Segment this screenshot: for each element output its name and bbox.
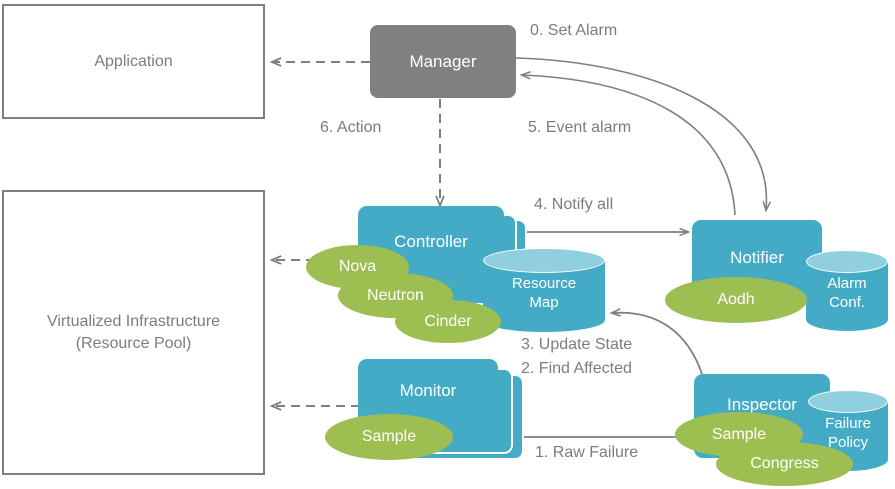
plugin-aodh[interactable]: Aodh <box>665 277 807 323</box>
manager-label: Manager <box>409 51 477 71</box>
plugin-inspector-sample-label: Sample <box>711 425 767 443</box>
plugin-congress-label: Congress <box>750 455 819 472</box>
inspector-label: Inspector <box>727 395 797 414</box>
cylinder-top <box>483 248 605 273</box>
virtualized-infrastructure-box[interactable]: Virtualized Infrastructure (Resource Poo… <box>2 190 265 475</box>
plugin-nova-label: Nova <box>338 258 377 275</box>
manager-box[interactable]: Manager <box>370 25 516 98</box>
edge-update-state-find-affected <box>612 313 704 378</box>
plugin-cinder-label: Cinder <box>424 312 472 330</box>
infrastructure-label-line1: Virtualized Infrastructure <box>46 312 221 330</box>
edge-label-raw-failure: 1. Raw Failure <box>535 444 639 461</box>
alarm-conf-store[interactable]: Alarm Conf. <box>806 250 888 332</box>
edge-label-update-state: 3. Update State <box>521 336 633 353</box>
edge-label-action: 6. Action <box>320 119 382 136</box>
application-box[interactable]: Application <box>2 4 265 119</box>
controller-label: Controller <box>394 232 468 251</box>
resource-map-label-line2: Map <box>529 294 559 311</box>
failure-policy-label-line1: Failure <box>825 415 871 432</box>
plugin-aodh-label: Aodh <box>717 291 755 308</box>
monitor-label: Monitor <box>399 381 457 400</box>
edge-label-event-alarm: 5. Event alarm <box>528 119 632 136</box>
edge-label-notify-all: 4. Notify all <box>534 196 614 213</box>
failure-policy-label-line2: Policy <box>827 434 868 451</box>
edge-set-alarm <box>515 57 766 210</box>
plugin-monitor-sample[interactable]: Sample <box>325 414 453 460</box>
notifier-label: Notifier <box>730 248 784 267</box>
alarm-conf-label-line2: Conf. <box>829 294 865 311</box>
edge-label-find-affected: 2. Find Affected <box>521 360 632 377</box>
plugin-congress[interactable]: Congress <box>716 442 853 486</box>
plugin-neutron-label: Neutron <box>367 286 424 304</box>
alarm-conf-label-line1: Alarm <box>827 275 867 292</box>
resource-map-store[interactable]: Resource Map <box>483 248 605 332</box>
plugin-cinder[interactable]: Cinder <box>395 300 501 343</box>
plugin-monitor-sample-label: Sample <box>361 428 417 445</box>
cylinder-top <box>806 250 888 273</box>
infrastructure-label-line2: (Resource Pool) <box>75 334 192 352</box>
application-label: Application <box>94 52 173 70</box>
cylinder-top <box>808 390 888 413</box>
edge-event-alarm <box>522 75 736 216</box>
edge-label-set-alarm: 0. Set Alarm <box>530 22 618 39</box>
resource-map-label-line1: Resource <box>511 275 577 292</box>
